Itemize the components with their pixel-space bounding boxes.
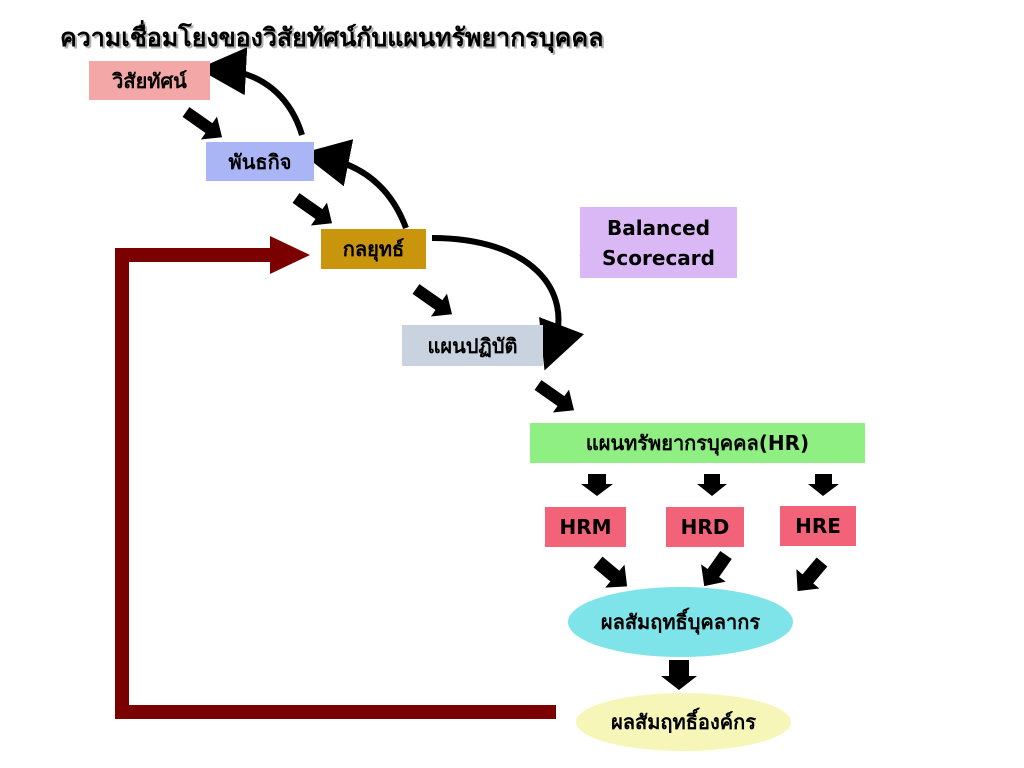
hr-plan-box: แผนทรัพยากรบุคคล(HR): [530, 423, 865, 463]
hr-plan-label: แผนทรัพยากรบุคคล(HR): [585, 431, 810, 455]
balanced-scorecard-line2: Scorecard: [602, 245, 715, 270]
feedback-arrow-head: [270, 236, 310, 274]
action-plan-label: แผนปฏิบัติ: [427, 333, 518, 358]
page-title: ความเชื่อมโยงของวิสัยทัศน์กับแผนทรัพยากร…: [60, 23, 604, 52]
block-arrow-actionplan-hrplan: [534, 380, 575, 413]
org-outcome-label: ผลสัมฤทธิ์องค์กร: [611, 710, 756, 734]
curve-arrow-strategy-to-actionplan: [431, 235, 584, 371]
hre-box: HRE: [780, 506, 856, 546]
hrm-box: HRM: [545, 507, 626, 547]
balanced-scorecard-box: Balanced Scorecard: [580, 207, 737, 278]
strategy-box: กลยุทธ์: [321, 229, 426, 269]
curve-arrow-strategy-to-mission: [301, 139, 409, 230]
block-arrow-mission-strategy: [292, 193, 333, 226]
down-arrow-hre: [808, 474, 839, 496]
curve-arrow-mission-to-vision: [198, 47, 305, 136]
block-arrow-hrm-personnel: [593, 556, 628, 588]
action-plan-box: แผนปฏิบัติ: [402, 325, 543, 366]
mission-box: พันธกิจ: [206, 142, 314, 181]
feedback-loop-arrow: [115, 248, 556, 719]
vision-box: วิสัยทัศน์: [89, 61, 210, 100]
hrd-box: HRD: [666, 507, 744, 547]
block-arrow-hre-personnel: [796, 557, 828, 592]
balanced-scorecard-line1: Balanced: [606, 215, 711, 240]
hrm-label: HRM: [559, 515, 612, 539]
down-arrow-hrm: [581, 474, 613, 496]
hrd-label: HRD: [680, 515, 730, 539]
org-outcome-ellipse: ผลสัมฤทธิ์องค์กร: [576, 693, 791, 751]
block-arrow-strategy-actionplan: [412, 284, 453, 317]
personnel-outcome-ellipse: ผลสัมฤทธิ์บุคลากร: [568, 587, 793, 657]
down-arrow-personnel-org: [661, 660, 697, 690]
hre-label: HRE: [795, 514, 841, 538]
personnel-outcome-label: ผลสัมฤทธิ์บุคลากร: [600, 610, 761, 634]
mission-label: พันธกิจ: [228, 149, 292, 174]
down-arrow-hrd: [697, 474, 727, 496]
block-arrow-hrd-personnel: [701, 550, 732, 587]
block-arrow-vision-mission: [182, 107, 223, 140]
vision-label: วิสัยทัศน์: [112, 68, 187, 93]
strategy-label: กลยุทธ์: [342, 237, 405, 261]
